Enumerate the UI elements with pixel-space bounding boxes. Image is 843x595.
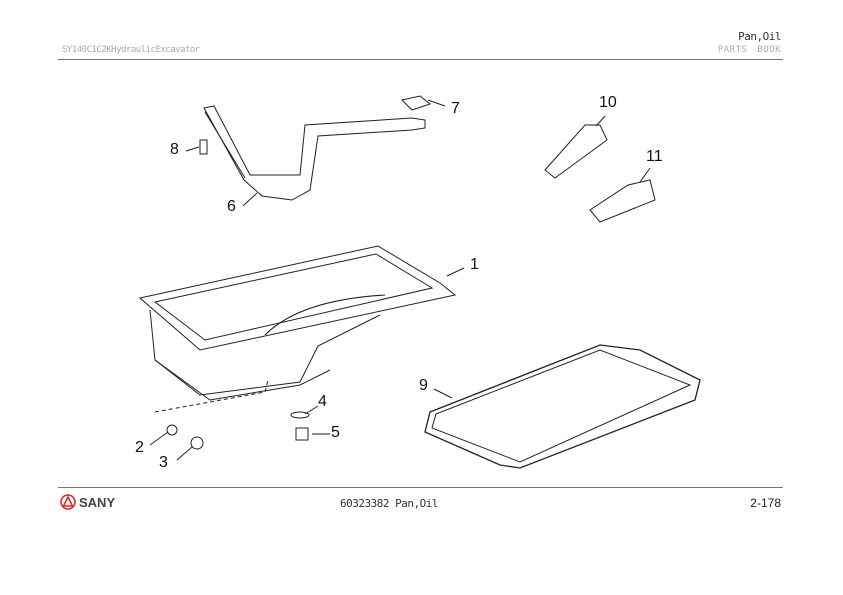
part-caption: 60323382 Pan,Oil <box>340 497 438 510</box>
plug-10 <box>544 124 608 179</box>
callout-9: 9 <box>419 377 428 394</box>
callout-3: 3 <box>159 454 168 471</box>
sany-logo: SANY <box>60 494 115 510</box>
oil-pan-gasket <box>424 344 701 469</box>
page-number: 2-178 <box>750 496 781 510</box>
book-label: PARTS BOOK <box>717 45 781 55</box>
header-divider <box>58 59 783 60</box>
leader-lines <box>149 99 651 461</box>
sany-logo-icon <box>60 494 76 510</box>
callout-8: 8 <box>170 141 179 158</box>
oil-pan <box>138 245 457 401</box>
footer-divider <box>58 487 783 488</box>
plug-11 <box>589 179 656 223</box>
callout-1: 1 <box>470 256 479 273</box>
oil-suction-tube <box>203 105 426 201</box>
gasket-7 <box>401 95 432 111</box>
callout-5: 5 <box>331 424 340 441</box>
machine-model: SY140C1C2KHydraulicExcavator <box>62 45 200 55</box>
drain-parts <box>154 379 310 450</box>
callout-10: 10 <box>599 94 617 111</box>
callout-7: 7 <box>451 100 460 117</box>
section-title: Pan,Oil <box>738 30 781 43</box>
callout-11: 11 <box>646 148 663 165</box>
logo-text: SANY <box>79 494 116 510</box>
callout-2: 2 <box>135 439 144 456</box>
callout-6: 6 <box>227 198 236 215</box>
callout-4: 4 <box>318 393 327 410</box>
bolt-8 <box>199 139 208 155</box>
